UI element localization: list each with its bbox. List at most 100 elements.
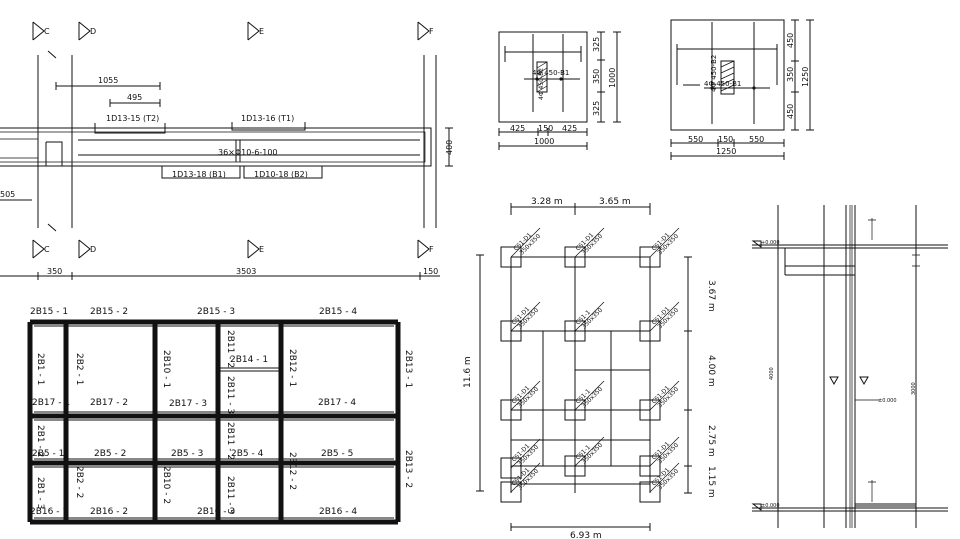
- beam-label: 2B14 - 1: [230, 355, 268, 365]
- footing-section-large: 4Φ 450-B1 4Φ 450-B2 450 350 450 1250 550…: [670, 19, 814, 160]
- beam-label: 2B15 - 3: [197, 307, 235, 317]
- beam-elevation: C D E F 1055 495 1D13-15 (T2) 1D13-16 (T…: [0, 21, 454, 280]
- beam-label: 2B17 - 1: [32, 398, 70, 408]
- pile-cap: CS1-1 350x350: [564, 301, 604, 342]
- beam-label: 2B16 - 3: [197, 507, 235, 517]
- beam-label: 2B11 - 2: [225, 330, 235, 368]
- beam-label: 2B2 - 2: [74, 466, 84, 498]
- dim-label: 4000: [769, 367, 775, 380]
- rebar-label-t2: 1D13-15 (T2): [106, 114, 159, 123]
- dim-495: 495: [127, 93, 142, 102]
- grid-label: E: [259, 245, 264, 254]
- width-dim-3: 550: [749, 135, 764, 144]
- beam-label: 2B1 - 1: [35, 353, 45, 385]
- pile-cap: CS1-D1 350x350: [564, 227, 604, 268]
- pile-cap: CS1-D1 350x350: [639, 227, 680, 268]
- grid-label: C: [44, 245, 50, 254]
- section-label-vertical: 4Φ 450-B2: [710, 55, 718, 92]
- grid-label: F: [429, 27, 434, 36]
- beam-label: 2B15 - 2: [90, 307, 128, 317]
- total-width: 1000: [534, 137, 554, 146]
- beam-label: 2B10 - 2: [161, 466, 171, 504]
- dim-bottom: 6.93 m: [570, 531, 602, 539]
- beam-label: 2B17 - 3: [169, 399, 207, 409]
- dim-label: 3000: [911, 382, 917, 395]
- beam-label: 2B11 - 3: [225, 476, 235, 514]
- grid-marker-e-bottom: E: [247, 239, 264, 259]
- pile-cap: CS1-D1 350x350: [639, 380, 680, 421]
- beam-label: 2B13 - 2: [403, 450, 413, 488]
- grid-marker-e-top: E: [247, 21, 264, 41]
- footing-section-small: 4Φ 450-B1 4Φ 450-B2 325 350 325 1000 425…: [498, 31, 621, 150]
- width-dim-1: 550: [688, 135, 703, 144]
- dim-left-cut: 505: [0, 190, 15, 199]
- beam-layout-plan: 2B15 - 1 2B15 - 2 2B15 - 3 2B15 - 4 2B1 …: [27, 307, 413, 525]
- height-dim-2: 350: [786, 67, 795, 82]
- grid-label: D: [90, 27, 96, 36]
- dim-top-1: 3.28 m: [531, 197, 563, 207]
- beam-label: 2B12 - 2: [287, 452, 297, 490]
- level-label: +0.000: [761, 240, 780, 246]
- beam-label: 2B5 - 2: [94, 449, 126, 459]
- beam-label: 2B12 - 1: [287, 349, 297, 387]
- rebar-label-b1: 1D13-18 (B1): [172, 170, 226, 179]
- dim-right-3: 2.75 m: [706, 425, 716, 457]
- note-label: ±0.000: [878, 398, 897, 404]
- beam-label: 2B10 - 1: [161, 350, 171, 388]
- beam-label: 2B5 - 5: [321, 449, 353, 459]
- pile-layout-plan: 3.28 m 3.65 m 11.6 m 3.67 m 4.00 m 2.75 …: [463, 197, 716, 539]
- width-dim-3: 425: [562, 124, 577, 133]
- column-wall-section: +0.000 ±0.000 4000 3000 ±0.000: [751, 205, 948, 528]
- pile-cap: CS1-D1 350x350: [500, 227, 542, 268]
- height-dim-1: 450: [786, 33, 795, 48]
- dim-depth: 400: [445, 140, 454, 155]
- height-dim-3: 450: [786, 104, 795, 119]
- beam-label: 2B16 - 4: [319, 507, 357, 517]
- pile-cap: CS1-D1 350x350: [500, 380, 540, 421]
- total-height: 1000: [608, 68, 617, 88]
- total-height: 1250: [801, 67, 810, 87]
- beam-label: 2B16 - 1: [30, 507, 68, 517]
- beam-label: 2B17 - 2: [90, 398, 128, 408]
- beam-label: 2B11 - 3: [225, 376, 235, 414]
- section-label: 4Φ 450-B1: [704, 80, 741, 88]
- width-dim-2: 150: [718, 135, 733, 144]
- grid-marker-f-top: F: [417, 21, 434, 41]
- pile-cap: CS1-1 350x350: [564, 436, 604, 477]
- beam-label: 2B13 - 1: [403, 350, 413, 388]
- rebar-label-b2: 1D10-18 (B2): [254, 170, 308, 179]
- pile-cap: CS1-1 350x350: [564, 380, 604, 421]
- beam-label: 2B15 - 4: [319, 307, 357, 317]
- total-width: 1250: [716, 147, 736, 156]
- section-label: 4Φ 450-B1: [532, 69, 569, 77]
- span-150: 150: [423, 267, 438, 276]
- beam-label: 2B5 - 1: [32, 449, 64, 459]
- beam-label: 2B1 - 3: [35, 477, 45, 509]
- span-350: 350: [47, 267, 62, 276]
- grid-marker-d-top: D: [78, 21, 96, 41]
- beam-label: 2B16 - 2: [90, 507, 128, 517]
- grid-label: D: [90, 245, 96, 254]
- grid-label: E: [259, 27, 264, 36]
- dim-1055: 1055: [98, 76, 118, 85]
- level-label: ±0.000: [761, 503, 780, 509]
- width-dim-1: 425: [510, 124, 525, 133]
- height-dim-1: 325: [592, 37, 601, 52]
- pile-cap: CS1-D1 350x350: [500, 301, 540, 342]
- stirrup-label: 36×Φ10-6-100: [218, 148, 278, 157]
- dim-right-1: 3.67 m: [706, 280, 716, 312]
- grid-marker-d-bottom: D: [78, 239, 96, 259]
- grid-marker-f-bottom: F: [417, 239, 434, 259]
- width-dim-2: 150: [538, 124, 553, 133]
- pile-cap: CS1-D1 350x350: [639, 301, 680, 342]
- grid-marker-c-bottom: C: [32, 239, 50, 259]
- beam-label: 2B11 - 2: [225, 422, 235, 460]
- height-dim-3: 325: [592, 101, 601, 116]
- beam-label: 2B5 - 4: [231, 449, 264, 459]
- grid-label: C: [44, 27, 50, 36]
- dim-top-2: 3.65 m: [599, 197, 631, 207]
- beam-label: 2B17 - 4: [318, 398, 356, 408]
- beam-label: 2B5 - 3: [171, 449, 203, 459]
- height-dim-2: 350: [592, 69, 601, 84]
